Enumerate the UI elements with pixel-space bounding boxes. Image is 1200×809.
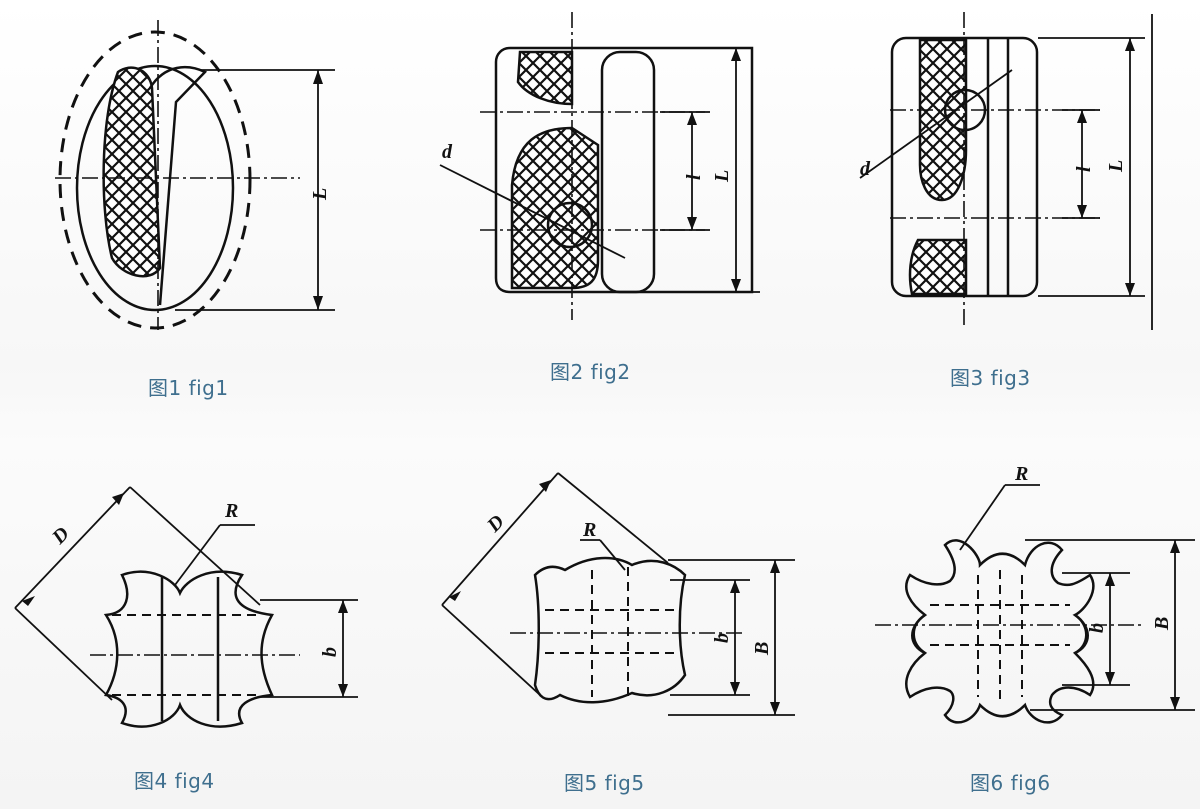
figure-2-drawing: d l L (439, 12, 760, 320)
figure-6-drawing: R b B (875, 463, 1195, 724)
caption-fig4: 图4 fig4 (134, 769, 215, 793)
figure-5: D R b B 图5 fig5 (400, 405, 800, 809)
dimension-R: R (224, 500, 238, 522)
figure-2: d l L 图2 fig2 (400, 0, 800, 400)
dimension-L: L (711, 170, 733, 183)
dimension-D: D (47, 523, 73, 549)
insulator-outline (75, 64, 235, 312)
figure-5-drawing: D R b B (441, 472, 795, 716)
hatched-section (102, 66, 162, 278)
caption-fig5: 图5 fig5 (564, 771, 645, 795)
caption-fig6: 图6 fig6 (970, 771, 1051, 795)
outer-dashed-outline (58, 30, 252, 330)
dimension-B: B (1151, 617, 1173, 631)
dimension-b: b (711, 633, 733, 643)
dimension-L: L (1105, 160, 1127, 173)
figure-1: L 图1 fig1 (0, 0, 400, 400)
figure-1-drawing: L (55, 20, 335, 330)
dimension-d: d (860, 158, 871, 180)
hatched-top (516, 50, 574, 106)
dimension-b: b (319, 647, 341, 657)
dimension-d: d (442, 141, 453, 163)
figure-4-drawing: D R b (14, 486, 358, 728)
dimension-l: l (1073, 166, 1095, 172)
figure-3: d l L 图3 fig3 (800, 0, 1200, 400)
dimension-B: B (751, 642, 773, 656)
hatched-bottom (908, 238, 968, 296)
dimension-R: R (582, 519, 596, 541)
slot-groove (148, 66, 208, 306)
figure-4: D R b 图4 fig4 (0, 405, 400, 809)
caption-fig2: 图2 fig2 (550, 360, 631, 384)
figure-3-drawing: d l L (859, 12, 1153, 330)
dimension-R: R (1014, 463, 1028, 485)
insulator-outline (533, 556, 687, 704)
caption-fig1: 图1 fig1 (148, 376, 229, 400)
dimension-b: b (1086, 623, 1108, 633)
dimension-l: l (683, 174, 705, 180)
dimension-L: L (309, 188, 331, 201)
right-slot (600, 50, 656, 294)
hole-d (546, 201, 594, 249)
caption-fig3: 图3 fig3 (950, 366, 1031, 390)
insulator-outline (103, 570, 274, 728)
insulator-outline (494, 46, 754, 294)
figure-6: R b B 图6 fig6 (800, 405, 1200, 809)
